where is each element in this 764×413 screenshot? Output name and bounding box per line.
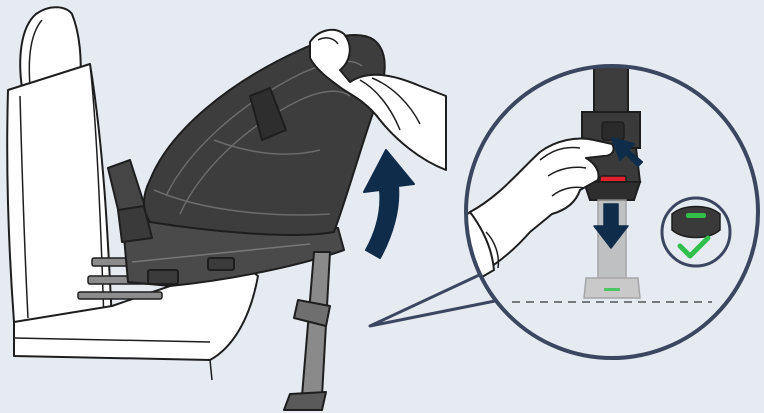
support-leg — [284, 252, 330, 410]
green-indicator — [686, 213, 706, 218]
rotate-arrow-icon — [364, 150, 414, 258]
child-seat-shell — [144, 35, 385, 235]
indicator-inset — [662, 198, 730, 266]
